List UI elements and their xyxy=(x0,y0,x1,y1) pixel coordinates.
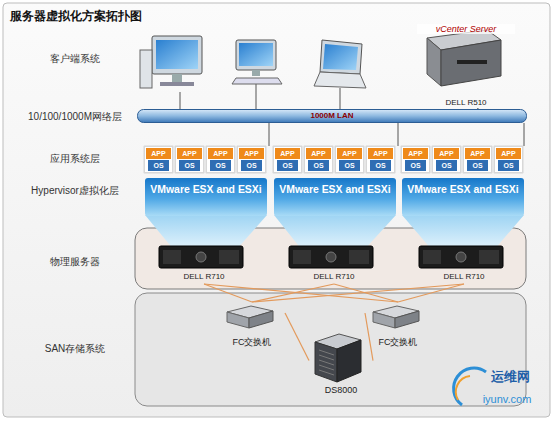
app-tag: APP xyxy=(434,148,459,159)
os-tag: OS xyxy=(277,160,298,171)
connector xyxy=(365,313,373,361)
node-app: APPOS xyxy=(273,146,302,173)
device-title: vCenter Server xyxy=(417,24,515,34)
layer-label: Hypervisor虚拟化层 xyxy=(31,184,119,198)
app-tag: APP xyxy=(177,148,202,159)
app-tag: APP xyxy=(403,148,428,159)
node-app: APPOS xyxy=(175,146,204,173)
diagram-title: 服务器虚拟化方案拓扑图 xyxy=(10,8,142,25)
node-illustration xyxy=(365,302,425,332)
app-tag: APP xyxy=(208,148,233,159)
app-tag: APP xyxy=(239,148,264,159)
hypervisor-label: VMware ESX and ESXi xyxy=(145,178,267,197)
desktop-computer xyxy=(232,40,282,84)
node-srv: DELL R710 xyxy=(417,244,511,284)
desktop-computer xyxy=(140,36,202,88)
node-vm: VMware ESX and ESXi xyxy=(145,178,267,216)
node-vm: VMware ESX and ESXi xyxy=(274,178,396,216)
app-tag: APP xyxy=(465,148,490,159)
node-ds: DS8000 xyxy=(309,330,373,398)
os-tag: OS xyxy=(436,160,457,171)
node-illustration xyxy=(309,330,367,384)
os-tag: OS xyxy=(210,160,231,171)
layer-label: 10/100/1000M网络层 xyxy=(28,110,122,124)
storage-label: DS8000 xyxy=(309,385,373,396)
watermark-text: 运维网 xyxy=(491,368,530,386)
layer-label: 客户端系统 xyxy=(50,52,100,66)
os-tag: OS xyxy=(467,160,488,171)
node-app: APPOS xyxy=(335,146,364,173)
node-lan: 1000M LAN xyxy=(137,109,527,123)
layer-label: 物理服务器 xyxy=(50,255,100,269)
server-model: DELL R710 xyxy=(417,272,511,282)
hypervisor-label: VMware ESX and ESXi xyxy=(402,178,524,197)
watermark-logo xyxy=(454,368,486,405)
node-app: APPOS xyxy=(237,146,266,173)
node-illustration xyxy=(287,244,375,270)
hypervisor-beam xyxy=(145,215,267,250)
app-tag: APP xyxy=(275,148,300,159)
switch-label: FC交换机 xyxy=(219,337,285,348)
os-tag: OS xyxy=(241,160,262,171)
node-illustration xyxy=(157,244,245,270)
node-vc: vCenter ServerDELL R510 xyxy=(417,24,515,108)
node-fc: FC交换机 xyxy=(219,302,285,352)
connector xyxy=(398,284,464,302)
connector xyxy=(252,284,464,302)
hypervisor-label: VMware ESX and ESXi xyxy=(274,178,396,197)
app-tag: APP xyxy=(337,148,362,159)
connector xyxy=(477,108,478,109)
node-app: APPOS xyxy=(144,146,173,173)
app-tag: APP xyxy=(306,148,331,159)
os-tag: OS xyxy=(148,160,169,171)
connector xyxy=(285,313,309,361)
node-illustration xyxy=(417,244,505,270)
os-tag: OS xyxy=(179,160,200,171)
node-app: APPOS xyxy=(366,146,395,173)
san-band xyxy=(135,293,526,406)
os-tag: OS xyxy=(370,160,391,171)
watermark-text: iyunv.com xyxy=(483,393,532,405)
app-tag: APP xyxy=(146,148,171,159)
app-tag: APP xyxy=(496,148,521,159)
connector xyxy=(334,284,398,302)
laptop-computer xyxy=(314,40,366,88)
os-tag: OS xyxy=(339,160,360,171)
os-tag: OS xyxy=(498,160,519,171)
device-model: DELL R510 xyxy=(417,98,515,108)
hypervisor-beam xyxy=(402,215,524,250)
outer-panel xyxy=(3,3,550,417)
node-srv: DELL R710 xyxy=(287,244,381,284)
hypervisor-beam xyxy=(274,215,396,250)
os-tag: OS xyxy=(308,160,329,171)
node-illustration xyxy=(219,302,279,332)
node-app: APPOS xyxy=(494,146,523,173)
server-model: DELL R710 xyxy=(157,272,251,282)
network-label: 1000M LAN xyxy=(137,109,527,123)
app-tag: APP xyxy=(368,148,393,159)
os-tag: OS xyxy=(405,160,426,171)
node-app: APPOS xyxy=(463,146,492,173)
connector xyxy=(252,284,334,302)
node-fc: FC交换机 xyxy=(365,302,431,352)
connector xyxy=(204,284,398,302)
node-app: APPOS xyxy=(206,146,235,173)
node-vm: VMware ESX and ESXi xyxy=(402,178,524,216)
switch-label: FC交换机 xyxy=(365,337,431,348)
node-srv: DELL R710 xyxy=(157,244,251,284)
server-model: DELL R710 xyxy=(287,272,381,282)
node-app: APPOS xyxy=(401,146,430,173)
node-app: APPOS xyxy=(432,146,461,173)
layer-label: SAN存储系统 xyxy=(45,342,106,356)
layer-label: 应用系统层 xyxy=(50,152,100,166)
node-app: APPOS xyxy=(304,146,333,173)
